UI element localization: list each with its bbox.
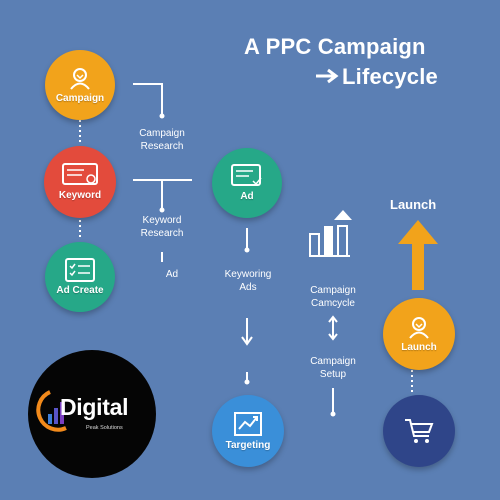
- title-line-1: A PPC Campaign: [244, 34, 426, 59]
- ad-node[interactable]: Ad: [212, 148, 282, 218]
- digital-logo: Digital Peak Solutions: [28, 350, 156, 478]
- launch-arrow: [398, 220, 438, 290]
- bar-chart-icon: [309, 210, 352, 257]
- title-line-2: Lifecycle: [342, 64, 438, 89]
- logo-word: Digital: [60, 394, 129, 420]
- keyword-research-text: Keyword Research: [140, 215, 184, 239]
- ad-window-icon: [231, 164, 262, 186]
- logo-subtitle: Peak Solutions: [86, 425, 123, 431]
- targeting-label: Targeting: [225, 440, 271, 451]
- logo-emblem-icon: [36, 390, 67, 432]
- campaign-camcycle-text: Campaign Camcycle: [310, 285, 356, 309]
- keyworing-ads-text: Keyworing Ads: [224, 269, 272, 293]
- campaign-setup-text: Campaign Setup: [310, 356, 356, 380]
- campaign-node[interactable]: Campaign: [45, 50, 115, 120]
- checklist-icon: [65, 258, 95, 282]
- targeting-node[interactable]: Targeting: [212, 395, 284, 467]
- user-icon: [70, 68, 90, 90]
- ad-label: Ad: [240, 191, 254, 202]
- chart-up-icon: [234, 412, 262, 436]
- keyword-label: Keyword: [58, 190, 102, 201]
- campaign-research-text: Campaign Research: [139, 128, 185, 152]
- launch-node-label: Launch: [401, 342, 437, 353]
- cart-node[interactable]: [383, 395, 455, 467]
- cart-icon: [405, 419, 434, 443]
- ad-text: Ad: [165, 269, 179, 280]
- user-icon: [409, 317, 429, 339]
- keyword-node[interactable]: Keyword: [44, 146, 116, 218]
- ad-create-label: Ad Create: [56, 285, 104, 296]
- launch-node[interactable]: Launch: [383, 298, 455, 370]
- ad-create-node[interactable]: Ad Create: [45, 242, 115, 312]
- campaign-label: Campaign: [55, 93, 105, 104]
- browser-settings-icon: [62, 163, 98, 185]
- launch-text: Launch: [390, 197, 437, 212]
